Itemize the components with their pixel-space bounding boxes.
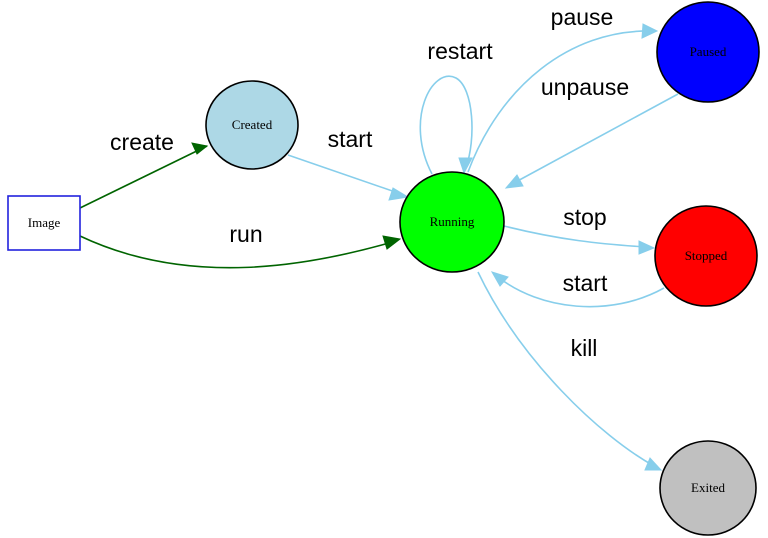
edge-stop: stop xyxy=(503,204,656,255)
edge-label-create: create xyxy=(110,129,174,155)
arrowhead-icon-start-created xyxy=(388,187,410,201)
arrowhead-icon-unpause xyxy=(504,174,524,189)
edge-label-restart: restart xyxy=(427,38,493,64)
edge-label-kill: kill xyxy=(571,335,598,361)
edge-label-pause: pause xyxy=(551,4,614,30)
edge-label-unpause: unpause xyxy=(541,74,629,100)
arrowhead-icon-start-stopped xyxy=(490,271,509,287)
edge-path-unpause xyxy=(511,93,679,185)
node-label-stopped: Stopped xyxy=(685,248,728,263)
node-shape-created[interactable] xyxy=(205,80,299,170)
node-running[interactable]: Running xyxy=(399,171,505,273)
edge-path-run xyxy=(79,235,397,269)
node-shape-paused[interactable] xyxy=(656,1,760,103)
node-shape-exited[interactable] xyxy=(659,440,757,536)
node-exited[interactable]: Exited xyxy=(659,440,757,536)
node-label-running: Running xyxy=(430,214,475,229)
edge-pause: pause xyxy=(467,4,659,173)
edge-start-created: start xyxy=(287,126,410,201)
edge-start-stopped: start xyxy=(490,270,665,308)
arrowhead-icon-stop xyxy=(638,240,656,255)
node-label-paused: Paused xyxy=(690,44,727,59)
node-label-exited: Exited xyxy=(691,480,725,495)
edge-layer: create run start restart pause unpause stop sta… xyxy=(79,4,679,471)
edge-label-stop: stop xyxy=(563,204,606,230)
edge-create: create xyxy=(79,129,209,209)
node-shape-image[interactable] xyxy=(7,195,81,251)
edge-path-kill xyxy=(477,271,655,467)
node-created[interactable]: Created xyxy=(205,80,299,170)
node-stopped[interactable]: Stopped xyxy=(654,205,758,307)
node-label-created: Created xyxy=(232,117,273,132)
arrowhead-icon-create xyxy=(191,142,209,155)
edge-label-run: run xyxy=(229,221,262,247)
arrowhead-icon-restart xyxy=(458,157,473,175)
node-image[interactable]: Image xyxy=(7,195,81,251)
edge-path-restart xyxy=(419,75,473,175)
node-shape-running[interactable] xyxy=(399,171,505,273)
edge-path-start-created xyxy=(287,154,405,196)
edge-label-start-created: start xyxy=(328,126,373,152)
edge-kill: kill xyxy=(477,271,663,471)
arrowhead-icon-kill xyxy=(644,457,663,471)
edge-path-stop xyxy=(503,225,647,248)
edge-run: run xyxy=(79,221,402,269)
arrowhead-icon-run xyxy=(382,235,402,250)
edge-path-create xyxy=(79,145,208,209)
edge-path-start-stopped xyxy=(497,276,665,308)
edge-unpause: unpause xyxy=(504,74,679,189)
node-paused[interactable]: Paused xyxy=(656,1,760,103)
edge-restart: restart xyxy=(419,38,493,175)
edge-path-pause xyxy=(467,30,651,173)
arrowhead-icon-pause xyxy=(641,23,659,39)
node-shape-stopped[interactable] xyxy=(654,205,758,307)
edge-label-start-stopped: start xyxy=(563,270,608,296)
node-label-image: Image xyxy=(28,215,61,230)
